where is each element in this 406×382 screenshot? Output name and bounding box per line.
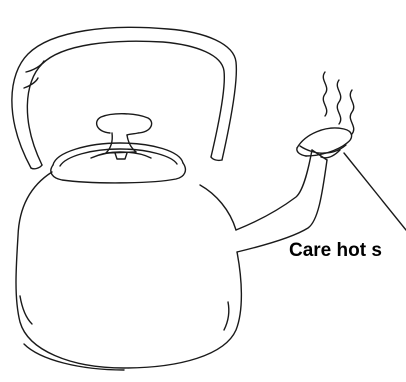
spout-cap bbox=[297, 128, 352, 158]
kettle-handle bbox=[12, 27, 236, 168]
kettle-spout bbox=[236, 150, 327, 252]
lid-knob bbox=[97, 114, 152, 153]
kettle-lid bbox=[51, 143, 186, 183]
steam-icon bbox=[323, 72, 353, 134]
callout-label: Care hot s bbox=[289, 241, 382, 260]
callout-leader-line bbox=[344, 153, 406, 230]
kettle-body bbox=[16, 172, 241, 370]
